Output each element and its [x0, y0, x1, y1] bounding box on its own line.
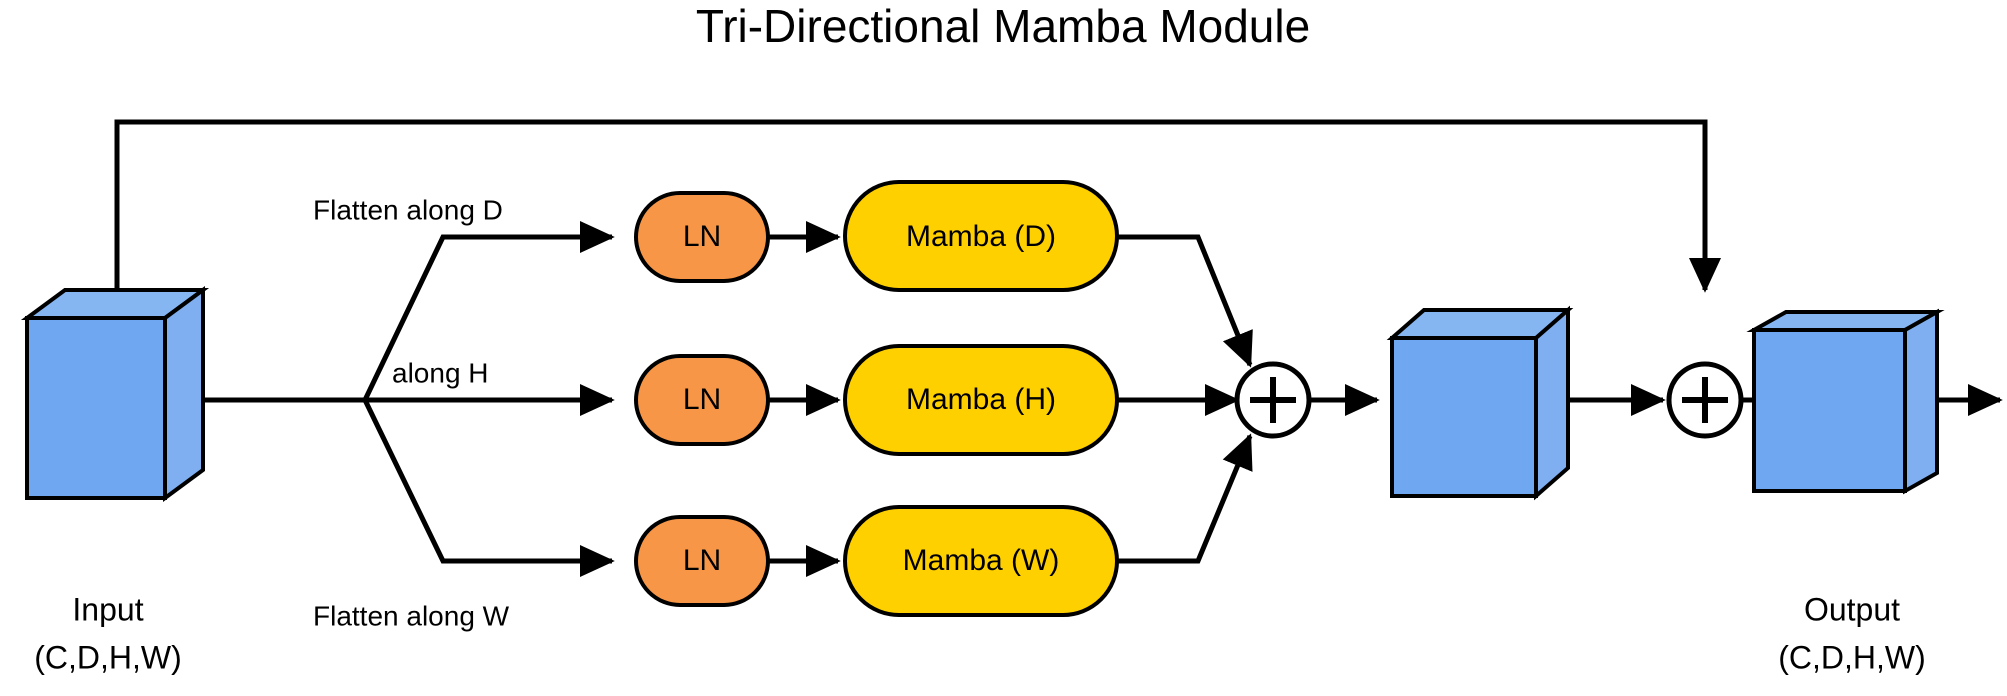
ln-node-w[interactable]: LN [634, 515, 770, 607]
mamba-label-h: Mamba (H) [906, 383, 1056, 416]
intermediate-cube-front-face [1390, 336, 1538, 498]
ln-label-h: LN [683, 383, 721, 416]
sum-operator-residual[interactable] [1666, 361, 1744, 439]
output-cube-front-face [1752, 328, 1907, 493]
intermediate-cube [1386, 305, 1574, 501]
output-label-line1: Output [1804, 591, 1900, 627]
mamba-label-d: Mamba (D) [906, 220, 1056, 253]
mamba-label-w: Mamba (W) [903, 544, 1060, 577]
output-cube [1746, 308, 1945, 495]
ln-label-w: LN [683, 544, 721, 577]
merge-wire-w [1117, 433, 1253, 564]
input-label-line1: Input [72, 591, 143, 627]
sum-operator-branches[interactable] [1234, 361, 1312, 439]
branch-label-w: Flatten along W [313, 600, 510, 631]
branch-label-d: Flatten along D [313, 194, 503, 225]
page-title: Tri-Directional Mamba Module [696, 0, 1310, 52]
ln-node-d[interactable]: LN [634, 191, 770, 283]
merge-wire-d [1117, 234, 1253, 368]
branch-wire-d [362, 220, 615, 402]
mamba-node-h[interactable]: Mamba (H) [843, 344, 1119, 456]
input-label-line2: (C,D,H,W) [34, 639, 182, 675]
ln-label-d: LN [683, 220, 721, 253]
mamba-node-w[interactable]: Mamba (W) [843, 505, 1119, 617]
output-label-line2: (C,D,H,W) [1778, 639, 1926, 675]
output-cube-side-face [1903, 308, 1939, 495]
input-cube [20, 286, 210, 502]
residual-skip-wire [114, 119, 1722, 295]
cube-front-face [25, 316, 167, 500]
cube-side-face [163, 286, 205, 502]
branch-label-h: along H [392, 357, 489, 388]
mamba-node-d[interactable]: Mamba (D) [843, 180, 1119, 292]
intermediate-cube-side-face [1534, 305, 1570, 501]
ln-node-h[interactable]: LN [634, 354, 770, 446]
branch-wire-w [362, 398, 615, 578]
